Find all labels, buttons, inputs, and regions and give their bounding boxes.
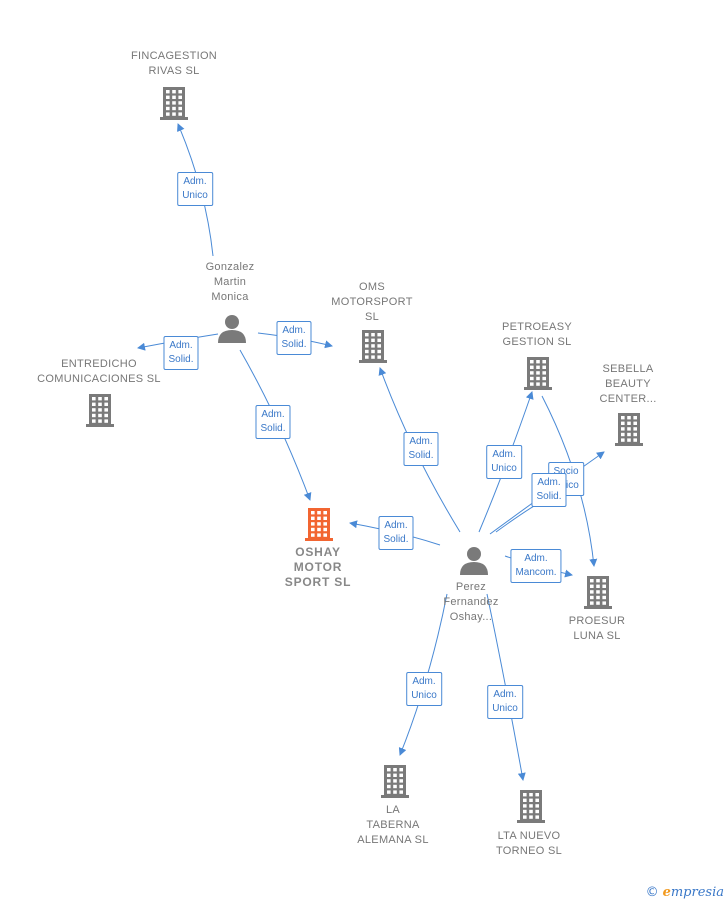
building-icon[interactable] [381,765,409,798]
edge-label-line: Unico [491,463,517,474]
edge-label-line: Mancom. [515,567,557,578]
building-icon[interactable] [517,790,545,823]
node-label-line: SL [364,311,380,323]
node-label-line: MOTOR [293,560,343,574]
edge-label-line: Solid. [536,491,562,502]
node-label-line: ENTREDICHO [61,358,137,370]
node-label-oms[interactable]: OMS MOTORSPORT SL [331,280,412,325]
node-label-proesur[interactable]: PROESUR LUNA SL [569,614,626,644]
edge-label[interactable]: Adm. Unico [486,445,522,479]
edge-label-line: Adm. [282,325,306,336]
node-label-line: Monica [211,291,249,303]
edge-label-line: Unico [182,190,208,201]
node-label-line: OSHAY [295,545,341,559]
edge-label-line: Adm. [169,340,193,351]
edge-label-line: Solid. [260,423,286,434]
node-label-line: LA [385,804,401,816]
node-label-line: LTA NUEVO [497,830,561,842]
node-label-petroeasy[interactable]: PETROEASY GESTION SL [502,320,572,350]
node-label-ltanuevo[interactable]: LTA NUEVO TORNEO SL [496,829,562,859]
node-label-fincagestion[interactable]: FINCAGESTION RIVAS SL [131,49,217,79]
node-label-line: LUNA SL [573,630,621,642]
edge-label[interactable]: Adm. Mancom. [510,549,562,583]
node-label-line: TORNEO SL [495,845,563,857]
nodes-layer [86,87,643,823]
node-label-line: Gonzalez [205,261,255,273]
edge-label[interactable]: Adm. Solid. [403,432,439,466]
node-label-line: GESTION SL [502,336,572,348]
edge-label-line: Solid. [281,339,307,350]
node-label-line: Perez [455,581,487,593]
edge-label[interactable]: Adm. Solid. [163,336,199,370]
node-label-line: TABERNA [366,819,420,831]
building-icon[interactable] [160,87,188,120]
brand-name: mpresia [670,885,724,900]
node-label-line: SEBELLA [602,363,654,375]
edge-label-line: Adm. [493,689,517,700]
node-label-line: SPORT SL [284,575,352,589]
edge-label-line: Adm. [492,449,516,460]
node-label-line: RIVAS SL [148,65,200,77]
edge-label-line: Solid. [383,534,409,545]
edge-label[interactable]: Adm. Solid. [378,516,414,550]
person-icon[interactable] [218,315,246,343]
brand-footer[interactable]: ©empresia [646,885,724,900]
edge-label-line: Adm. [261,409,285,420]
edge-label-line: Adm. [183,176,207,187]
node-label-line: Fernandez [443,596,499,608]
node-label-entredicho[interactable]: ENTREDICHO COMUNICACIONES SL [37,357,161,387]
edge-label[interactable]: Adm. Solid. [255,405,291,439]
building-icon[interactable] [305,508,333,541]
copyright-icon: © [645,885,659,900]
building-icon[interactable] [86,394,114,427]
edge-label[interactable]: Adm. Solid. [276,321,312,355]
brand-initial: e [662,885,671,900]
edge-label[interactable]: Adm. Solid. [531,473,567,507]
edge-label-line: Unico [411,690,437,701]
node-label-line: ALEMANA SL [357,834,429,846]
building-icon[interactable] [615,413,643,446]
edge-label-line: Adm. [524,553,548,564]
person-icon[interactable] [460,547,488,575]
edge-label-line: Adm. [384,520,408,531]
node-label-line: BEAUTY [605,378,651,390]
edge-label-line: Unico [492,703,518,714]
edge-label[interactable]: Adm. Unico [177,172,213,206]
edge-label-line: Solid. [408,450,434,461]
node-label-sebella[interactable]: SEBELLA BEAUTY CENTER... [599,362,656,407]
node-label-taberna[interactable]: LA TABERNA ALEMANA SL [357,803,428,848]
edge-label-line: Adm. [412,676,436,687]
edges-layer [137,123,605,781]
edge-label-line: Adm. [537,477,561,488]
building-icon[interactable] [359,330,387,363]
edge-label[interactable]: Adm. Unico [406,672,442,706]
node-label-line: MOTORSPORT [331,296,413,308]
node-label-line: Martin [213,276,247,288]
edge-perez-to-ltanuevo [486,593,526,781]
edge-label-line: Solid. [168,354,194,365]
building-icon[interactable] [524,357,552,390]
edge-label-line: Socio [553,466,579,477]
node-label-line: PETROEASY [502,321,572,333]
node-label-line: FINCAGESTION [130,50,218,62]
node-label-line: OMS [359,281,385,293]
node-label-line: PROESUR [568,615,626,627]
edge-label-line: Adm. [409,436,433,447]
node-label-line: COMUNICACIONES SL [37,373,161,385]
edge-label[interactable]: Adm. Unico [487,685,523,719]
building-icon[interactable] [584,576,612,609]
node-label-line: Oshay... [449,611,493,623]
node-label-line: CENTER... [599,393,657,405]
